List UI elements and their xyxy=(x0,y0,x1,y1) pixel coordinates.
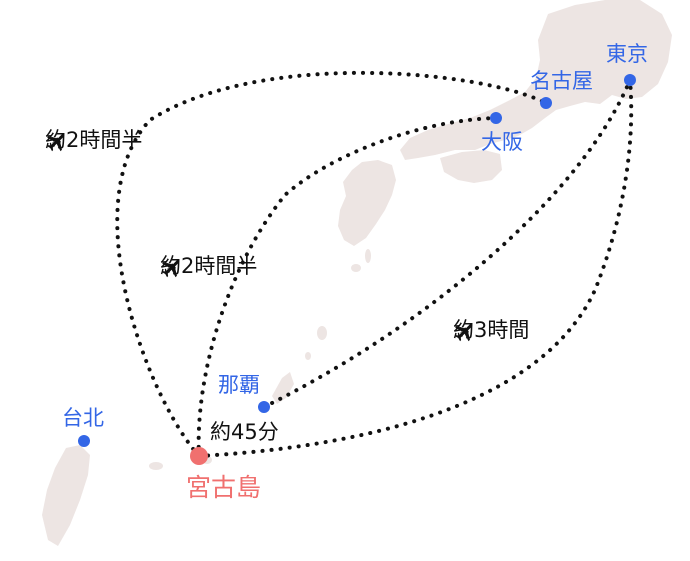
airplane-icon xyxy=(47,134,65,152)
tanegashima-island xyxy=(365,249,371,263)
duration-osaka: 約2時間半 xyxy=(160,254,258,278)
kyushu-landmass xyxy=(338,160,396,246)
yakushima-island xyxy=(351,264,361,272)
amami-island xyxy=(317,326,327,340)
marker-layer xyxy=(78,74,636,465)
duration-tokyo: 約3時間 xyxy=(453,318,530,342)
taiwan-landmass xyxy=(42,445,90,546)
naha-label: 那覇 xyxy=(218,373,260,397)
tokunoshima-island xyxy=(305,352,311,360)
taipei-marker[interactable] xyxy=(78,435,90,447)
shikoku-landmass xyxy=(440,150,502,183)
ishigaki-island xyxy=(149,462,163,470)
duration-nagoya-text: 約2時間半 xyxy=(45,128,143,152)
duration-tokyo-text: 約3時間 xyxy=(453,318,530,342)
miyako-marker[interactable] xyxy=(190,447,208,465)
nagoya-marker[interactable] xyxy=(540,97,552,109)
duration-osaka-text: 約2時間半 xyxy=(160,254,258,278)
airplane-icon xyxy=(455,324,473,342)
origin-label: 宮古島 xyxy=(186,473,262,502)
route-miyako-tokyo xyxy=(197,78,634,458)
naha-marker[interactable] xyxy=(258,401,270,413)
osaka-marker[interactable] xyxy=(490,112,502,124)
tokyo-label: 東京 xyxy=(606,42,648,66)
duration-naha: 約45分 xyxy=(210,422,279,443)
okinawa-island xyxy=(272,372,294,404)
route-naha-tokyo xyxy=(262,78,632,409)
route-miyako-nagoya xyxy=(115,70,548,458)
duration-naha-text: 約45分 xyxy=(210,420,279,444)
duration-nagoya: 約2時間半 xyxy=(45,128,143,152)
nagoya-label: 名古屋 xyxy=(530,69,593,93)
osaka-label: 大阪 xyxy=(481,130,523,154)
honshu-landmass xyxy=(400,0,672,160)
tokyo-marker[interactable] xyxy=(624,74,636,86)
route-layer xyxy=(115,70,634,458)
landmass-layer xyxy=(42,0,672,546)
airplane-icon xyxy=(162,260,180,278)
taipei-label: 台北 xyxy=(62,406,104,430)
